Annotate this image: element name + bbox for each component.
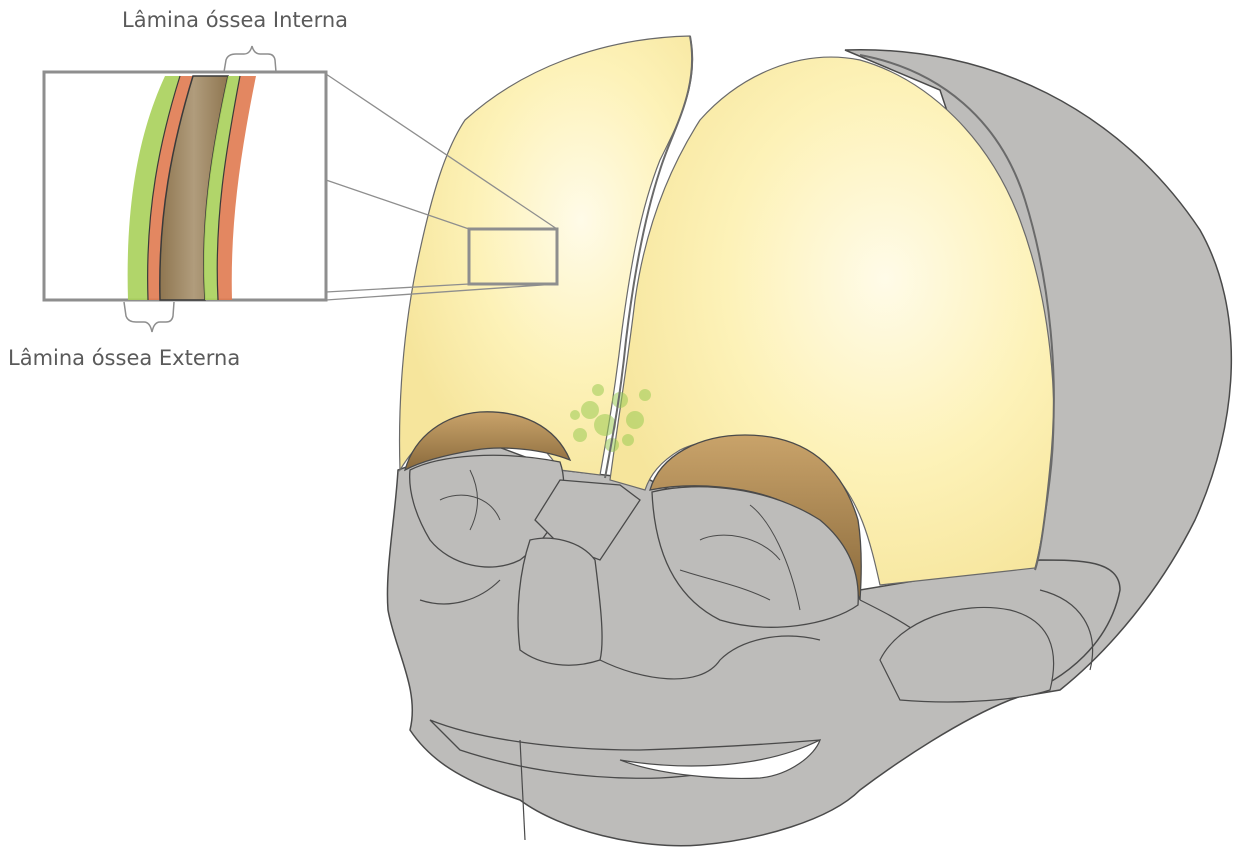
- nasal-aperture-left: [518, 538, 602, 665]
- external-table-label: Lâmina óssea Externa: [8, 346, 240, 370]
- external-table-bracket: [124, 302, 174, 332]
- internal-table-label: Lâmina óssea Interna: [122, 8, 348, 32]
- bone-layer-inset: [44, 72, 326, 300]
- internal-table-bracket: [224, 46, 276, 72]
